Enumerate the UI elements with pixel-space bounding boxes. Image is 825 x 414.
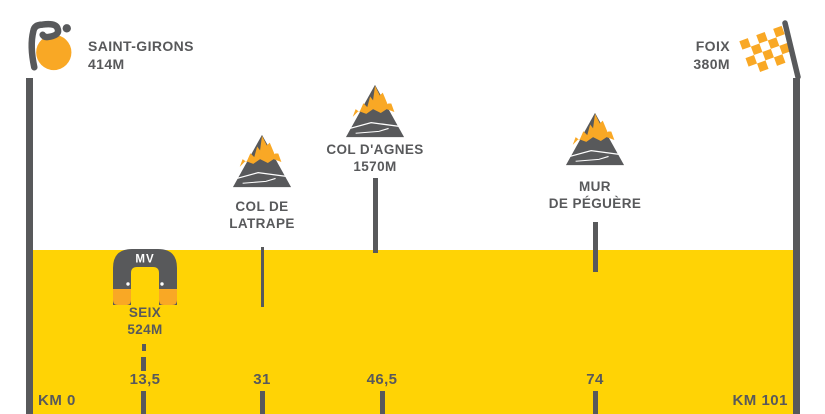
km-label: 13,5 [129, 371, 161, 388]
start-logo-icon [25, 17, 77, 73]
climb-pole [593, 222, 598, 272]
mv-label: MV [135, 254, 154, 266]
right-axis-bar [793, 78, 800, 414]
climb-label-block: COL DE LATRAPE [182, 198, 342, 232]
km-tick [142, 344, 146, 351]
climb-pole [373, 178, 378, 253]
climb-label-block: COL D'AGNES 1570M [295, 141, 455, 175]
climb-name-line2: 1570M [353, 159, 397, 174]
finish-town-name: FOIX [695, 38, 730, 54]
climb-name-line1: MUR [579, 179, 611, 194]
sprint-label-block: SEIX 524M [65, 304, 225, 338]
sprint-altitude: 524M [127, 322, 163, 337]
km-start-label: KM 0 [38, 392, 76, 409]
km-tick [380, 391, 385, 414]
km-label: 31 [253, 371, 271, 388]
climb-label-block: MUR DE PÉGUÈRE [515, 178, 675, 212]
finish-flag-icon [735, 20, 803, 84]
category-badge: 1 [387, 91, 395, 106]
start-label-block: SAINT-GIRONS 414M [88, 38, 194, 73]
climb-name-line1: COL DE [235, 199, 289, 214]
km-tick [141, 391, 146, 414]
mountain-icon: 1 [344, 82, 406, 140]
km-end-label: KM 101 [732, 392, 788, 409]
climb-name-line2: LATRAPE [229, 216, 295, 231]
km-tick [141, 357, 146, 371]
km-label: 46,5 [366, 371, 398, 388]
mountain-icon: 1 [231, 132, 293, 190]
left-axis-bar [26, 78, 33, 414]
finish-altitude: 380M [693, 55, 730, 72]
climb-name-line1: COL D'AGNES [326, 142, 424, 157]
category-badge: 1 [274, 141, 282, 156]
km-tick [260, 391, 265, 414]
sprint-town-name: SEIX [128, 305, 162, 320]
km-tick [593, 391, 598, 414]
km-label: 74 [586, 371, 604, 388]
climb-name-line2: DE PÉGUÈRE [548, 196, 642, 211]
category-badge: 1 [607, 119, 615, 134]
climb-pole [261, 247, 264, 307]
start-town-name: SAINT-GIRONS [88, 38, 194, 54]
sprint-arch-icon: MV [112, 246, 178, 306]
mountain-icon: 1 [564, 110, 626, 168]
start-altitude: 414M [88, 55, 125, 72]
finish-label-block: FOIX 380M [560, 38, 730, 73]
